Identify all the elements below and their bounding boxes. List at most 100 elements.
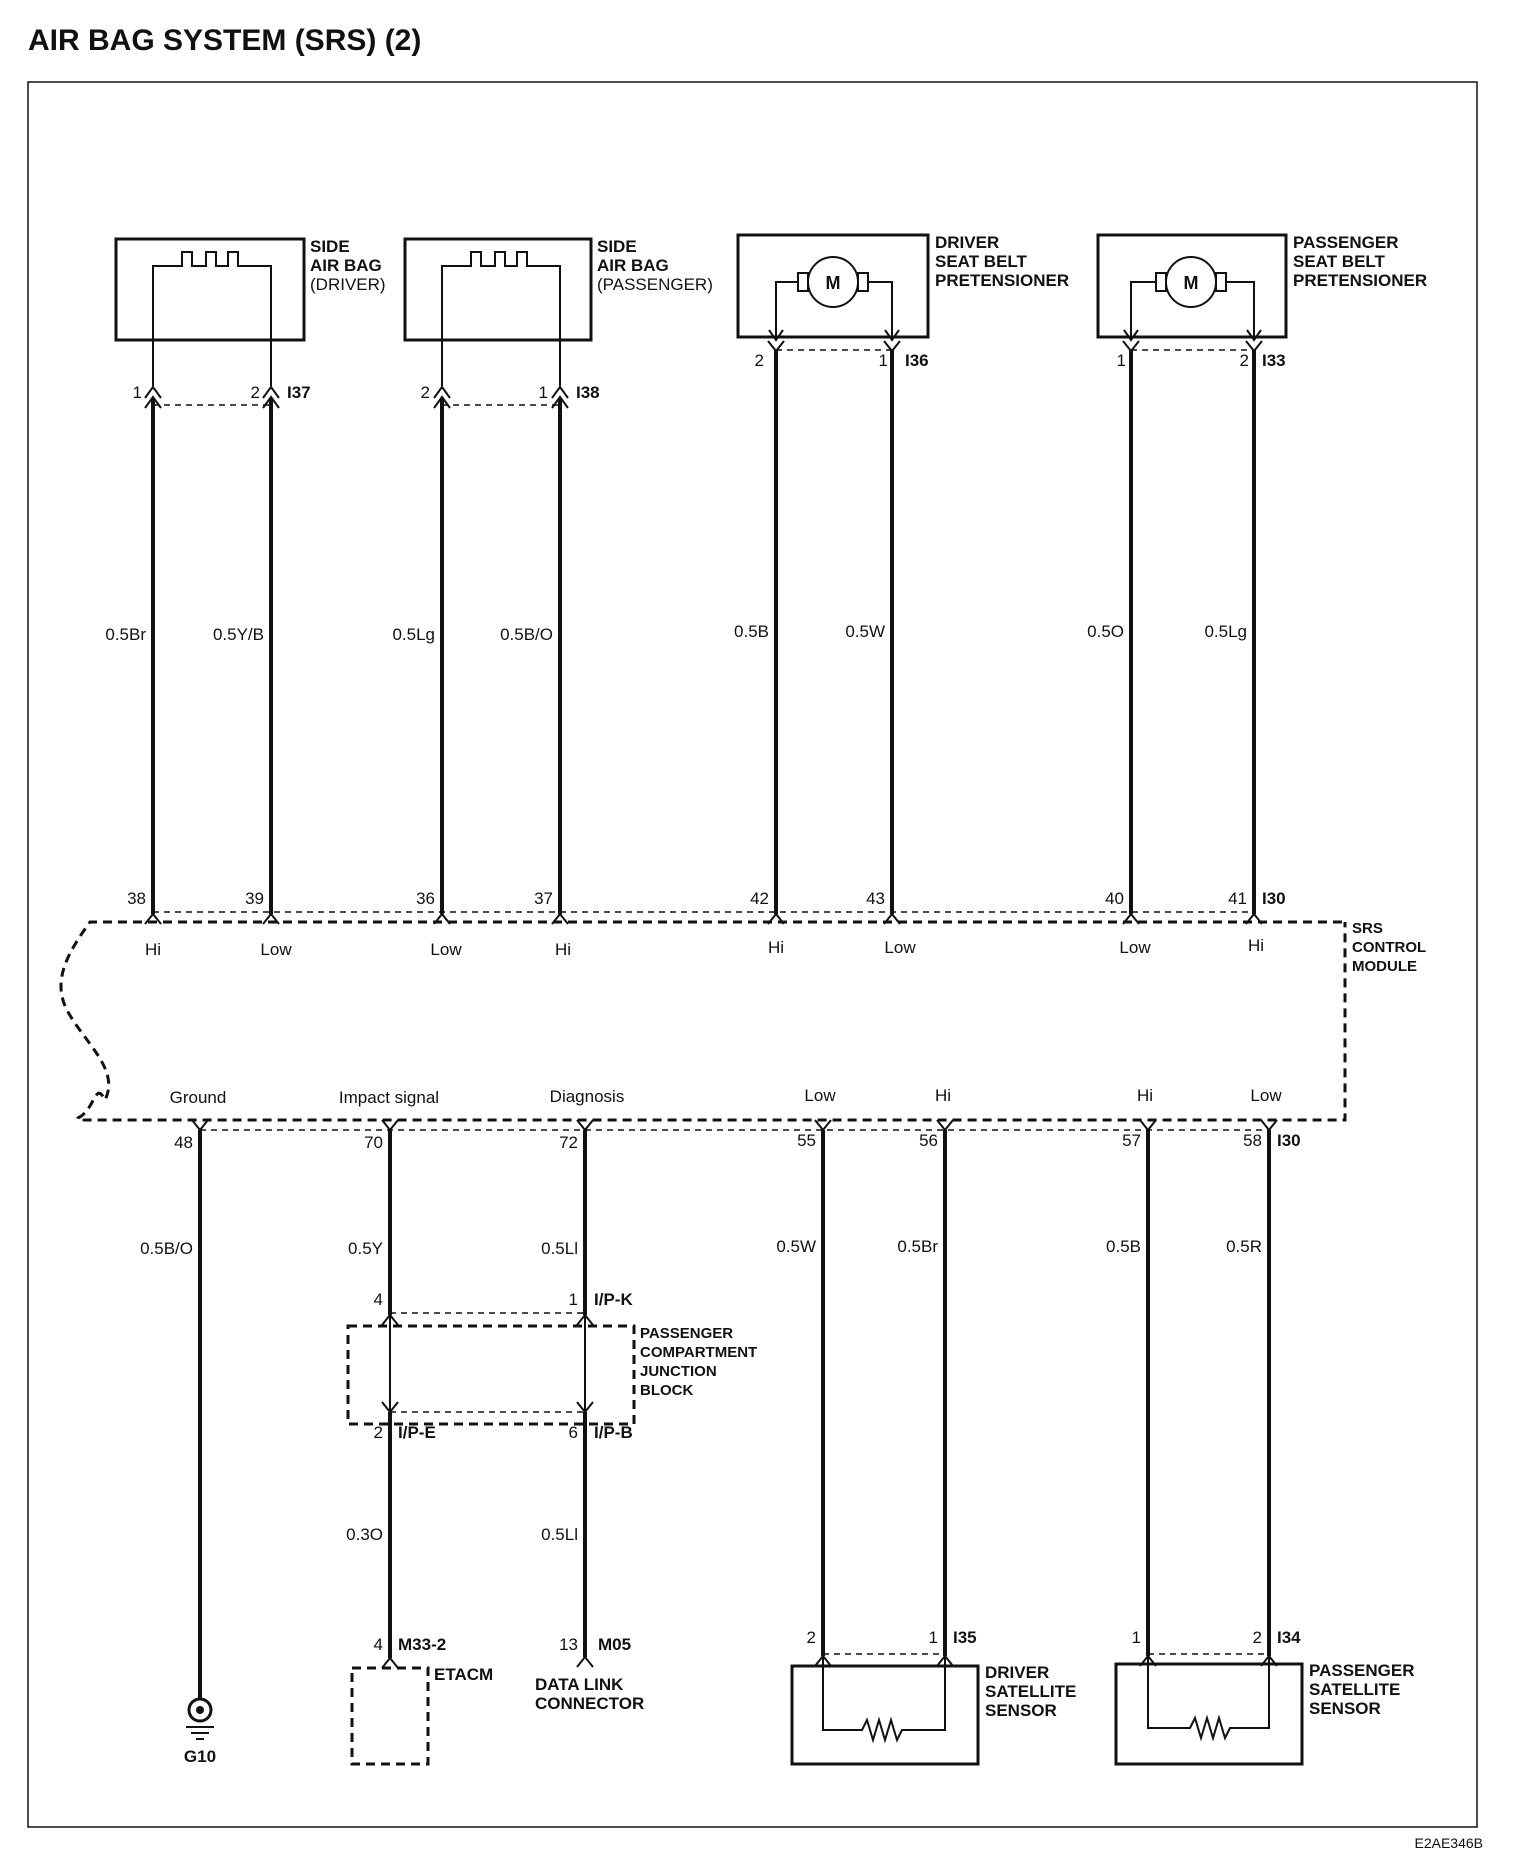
pin-i36-1: 1: [879, 351, 888, 370]
module-pin: 36: [416, 889, 435, 908]
wire-label: 0.5Ll: [541, 1239, 578, 1258]
connector-i30-top: I30: [1262, 889, 1286, 908]
data-link-label-2: CONNECTOR: [535, 1694, 644, 1713]
side-airbag-passenger-label-2: AIR BAG: [597, 256, 669, 275]
pin-i35-2: 2: [807, 1628, 816, 1647]
wire-label: 0.5Br: [897, 1237, 938, 1256]
top-wires: 0.5Br 0.5Y/B 0.5Lg 0.5B/O 0.5B 0.5W 0.5O…: [105, 350, 1256, 914]
driver-sensor-label-3: SENSOR: [985, 1701, 1057, 1720]
wire-label: 0.5W: [776, 1237, 816, 1256]
driver-pretensioner: M DRIVER SEAT BELT PRETENSIONER: [736, 233, 1069, 342]
etacm-branch: 0.3O 4 M33-2 ETACM: [346, 1412, 493, 1766]
wire-label: 0.5B: [1106, 1237, 1141, 1256]
wire-label: 0.5B/O: [140, 1239, 193, 1258]
passenger-sensor-label-2: SATELLITE: [1309, 1680, 1400, 1699]
module-signal: Hi: [935, 1086, 951, 1105]
wire-label: 0.5W: [845, 622, 885, 641]
module-pin: 43: [866, 889, 885, 908]
pin-m05-13: 13: [559, 1635, 578, 1654]
srs-module-label-3: MODULE: [1352, 958, 1417, 975]
connector-i36: I36: [905, 351, 929, 370]
connector-i35: I35: [953, 1628, 977, 1647]
module-pin: 38: [127, 889, 146, 908]
driver-sensor-label-1: DRIVER: [985, 1663, 1049, 1682]
pin-ipk-1: 1: [569, 1290, 578, 1309]
data-link-branch: 0.5Ll 13 M05 DATA LINK CONNECTOR: [535, 1412, 644, 1713]
module-pin: 56: [919, 1131, 938, 1150]
driver-sensor-label-2: SATELLITE: [985, 1682, 1076, 1701]
passenger-sensor-label-3: SENSOR: [1309, 1699, 1381, 1718]
resistor-icon: [822, 1656, 946, 1744]
top-connectors: 1 2 I37 2 1 I38 2 1 I36 1 2 I33: [133, 340, 1286, 409]
driver-pretensioner-label-1: DRIVER: [935, 233, 999, 252]
junction-label-3: JUNCTION: [640, 1363, 717, 1380]
wire-label: 0.5R: [1226, 1237, 1262, 1256]
module-signal: Low: [804, 1086, 836, 1105]
wire-label: 0.5O: [1087, 622, 1124, 641]
data-link-label-1: DATA LINK: [535, 1675, 624, 1694]
side-airbag-passenger: SIDE AIR BAG (PASSENGER): [403, 237, 713, 386]
module-signal: Low: [884, 938, 916, 957]
driver-satellite-sensor: 2 1 I35 DRIVER SATELLITE SENSOR: [790, 1628, 1076, 1766]
pin-i36-2: 2: [755, 351, 764, 370]
pin-i38-2: 2: [421, 383, 430, 402]
module-pin: 58: [1243, 1131, 1262, 1150]
module-pin: 70: [364, 1133, 383, 1152]
motor-icon: [1165, 256, 1217, 308]
module-signal: Diagnosis: [550, 1087, 625, 1106]
junction-block: 4 1 I/P-K 2 6 I/P-E I/P-B PASSENGER COMP…: [346, 1290, 757, 1442]
figure-code: E2AE346B: [1415, 1835, 1484, 1851]
pin-ipk-4: 4: [374, 1290, 383, 1309]
side-airbag-driver-label-1: SIDE: [310, 237, 350, 256]
side-airbag-driver: SIDE AIR BAG (DRIVER): [114, 237, 386, 386]
diagram-frame: [27, 81, 1478, 1828]
junction-label-2: COMPARTMENT: [640, 1344, 757, 1361]
module-pin: 37: [534, 889, 553, 908]
connector-i30-bottom: I30: [1277, 1131, 1301, 1150]
module-pin: 55: [797, 1131, 816, 1150]
connector-m05: M05: [598, 1635, 631, 1654]
resistor-icon: [1147, 1656, 1270, 1742]
passenger-pretensioner-label-3: PRETENSIONER: [1293, 271, 1427, 290]
module-pin: 40: [1105, 889, 1124, 908]
module-signal: Hi: [1137, 1086, 1153, 1105]
wire-label: 0.5Lg: [392, 625, 435, 644]
pin-i33-1: 1: [1117, 351, 1126, 370]
pin-ipb-6: 6: [569, 1423, 578, 1442]
airbag-squib-icon: [441, 251, 561, 386]
pin-i33-2: 2: [1240, 351, 1249, 370]
module-signal: Hi: [145, 940, 161, 959]
side-airbag-passenger-label-3: (PASSENGER): [597, 275, 713, 294]
passenger-sensor-label-1: PASSENGER: [1309, 1661, 1415, 1680]
passenger-pretensioner-label-1: PASSENGER: [1293, 233, 1399, 252]
ground-label: G10: [184, 1747, 216, 1766]
pin-i34-1: 1: [1132, 1628, 1141, 1647]
srs-module-label-1: SRS: [1352, 920, 1383, 937]
module-signal: Ground: [170, 1088, 227, 1107]
pin-ipe-2: 2: [374, 1423, 383, 1442]
wire-label: 0.5Lg: [1204, 622, 1247, 641]
module-pin: 41: [1228, 889, 1247, 908]
wire-label: 0.5Y: [348, 1239, 383, 1258]
junction-label-1: PASSENGER: [640, 1325, 733, 1342]
module-pin: 39: [245, 889, 264, 908]
wire-label: 0.5Ll: [541, 1525, 578, 1544]
connector-i34: I34: [1277, 1628, 1301, 1647]
module-pin: 57: [1122, 1131, 1141, 1150]
pin-i34-2: 2: [1253, 1628, 1262, 1647]
connector-m33: M33-2: [398, 1635, 446, 1654]
driver-pretensioner-label-2: SEAT BELT: [935, 252, 1028, 271]
module-signal: Impact signal: [339, 1088, 439, 1107]
driver-pretensioner-label-3: PRETENSIONER: [935, 271, 1069, 290]
module-signal: Low: [1250, 1086, 1282, 1105]
passenger-pretensioner-label-2: SEAT BELT: [1293, 252, 1386, 271]
module-signal: Low: [1119, 938, 1151, 957]
pin-m33-4: 4: [374, 1635, 383, 1654]
page-title: AIR BAG SYSTEM (SRS) (2): [28, 24, 421, 57]
wire-label: 0.3O: [346, 1525, 383, 1544]
connector-ipe: I/P-E: [398, 1423, 436, 1442]
module-pin: 42: [750, 889, 769, 908]
motor-symbol: M: [1184, 273, 1199, 293]
junction-block-outline: [346, 1324, 636, 1426]
